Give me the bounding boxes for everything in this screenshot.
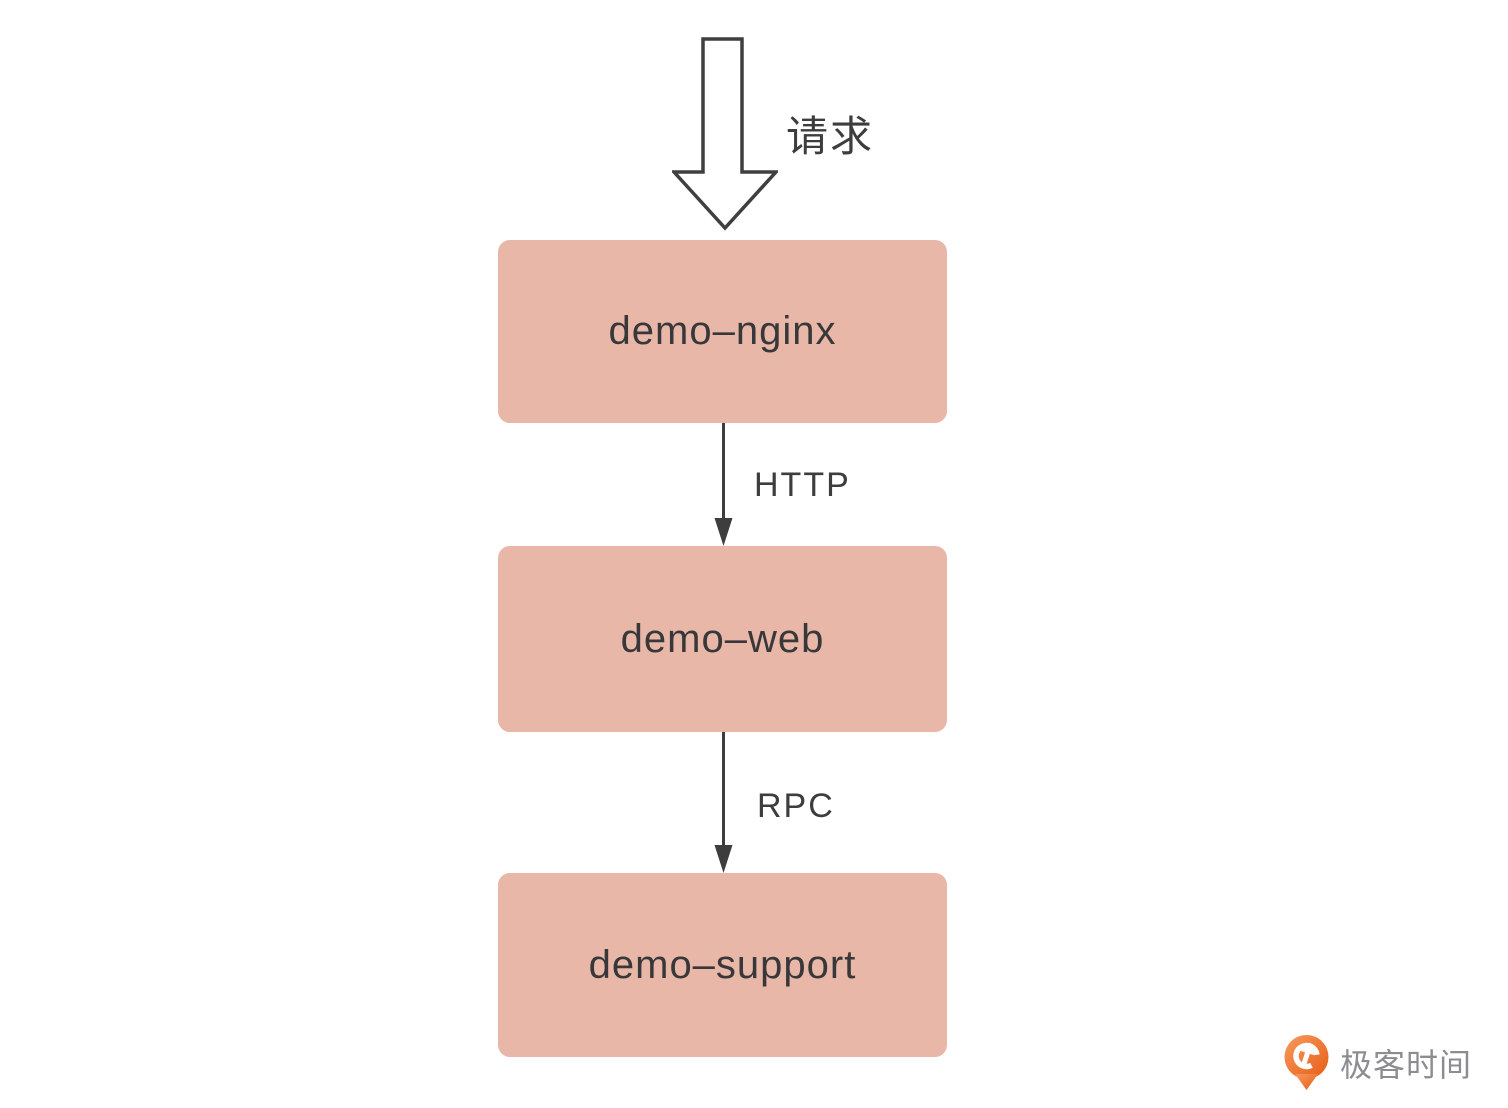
geektime-logo-icon	[1284, 1035, 1329, 1090]
down-arrow-outline-icon	[672, 37, 778, 231]
connector-arrow-rpc	[714, 732, 733, 873]
entry-request-label: 请求	[786, 113, 875, 160]
geektime-logo-text: 极客时间	[1339, 1047, 1472, 1083]
node-demo-support: demo–support	[498, 873, 947, 1057]
node-demo-web: demo–web	[498, 546, 947, 732]
node-demo-web-label: demo–web	[620, 616, 825, 661]
geektime-branding: 极客时间	[1283, 1034, 1472, 1092]
node-demo-nginx: demo–nginx	[498, 240, 947, 423]
connector-arrow-http	[714, 423, 733, 546]
node-demo-support-label: demo–support	[588, 942, 857, 987]
edge-label-rpc: RPC	[757, 787, 835, 825]
edge-label-http: HTTP	[754, 466, 851, 504]
node-demo-nginx-label: demo–nginx	[608, 309, 837, 353]
